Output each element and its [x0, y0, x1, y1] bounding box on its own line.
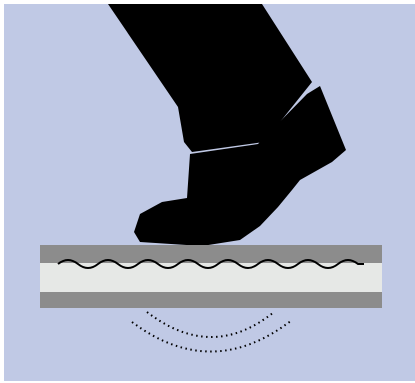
plate-bottom-layer: [40, 292, 382, 308]
plate-top-layer: [40, 245, 382, 263]
sensor-plate-icon: [40, 245, 382, 308]
